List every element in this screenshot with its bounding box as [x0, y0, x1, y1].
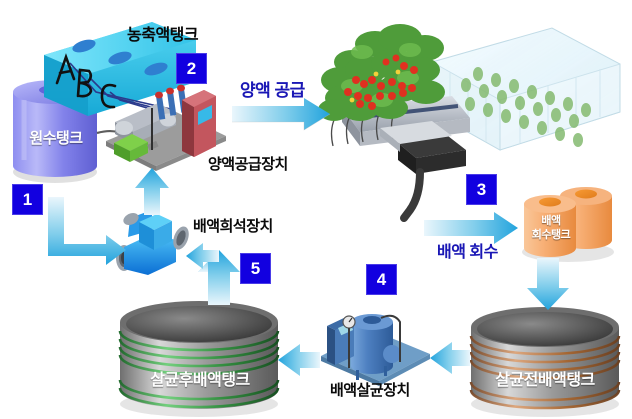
label-nutrient-supply-device: 양액공급장치: [208, 156, 288, 173]
label-concentrate-tank: 농축액탱크: [127, 27, 199, 44]
arrow-recovery-to-presterilization: [527, 258, 569, 310]
arrow-dilution-inlet: [186, 243, 219, 269]
crop-bed-graphic: [318, 24, 470, 222]
label-sterilization-device: 배액살균장치: [330, 382, 410, 399]
dilution-device-graphic: [116, 210, 189, 275]
label-nutrient-supply-flow: 양액 공급: [240, 81, 305, 100]
step-number-2[interactable]: 2: [176, 53, 207, 84]
label-recovery-tank-line2: 회수탱크: [531, 229, 571, 241]
label-dilution-device: 배액희석장치: [193, 218, 273, 235]
drainage-recovery-tank-graphic: [522, 187, 614, 262]
greenhouse-graphic: [431, 27, 621, 151]
arrow-sterilizer-to-poststerilization: [278, 344, 320, 376]
concentrate-tank-abc-markers: [55, 53, 117, 109]
label-drainage-recovery-flow: 배액 회수: [437, 244, 498, 261]
arrow-drainage-recovery: [424, 212, 518, 244]
step-number-5[interactable]: 5: [240, 253, 271, 284]
step-number-4[interactable]: 4: [366, 264, 397, 295]
post-sterilization-tank-graphic: [118, 301, 280, 417]
label-recovery-tank-line1: 배액: [541, 215, 561, 227]
step-number-3[interactable]: 3: [466, 174, 497, 205]
step-number-1[interactable]: 1: [12, 184, 43, 215]
arrow-rawwater-to-dilution: [48, 197, 126, 265]
label-pre-sterilization-tank: 살균전배액탱크: [495, 372, 595, 389]
nutrient-supply-device-graphic: [106, 84, 226, 171]
label-post-sterilization-tank: 살균후배액탱크: [150, 372, 250, 389]
arrow-presterilization-to-sterilizer: [430, 342, 470, 374]
arrow-nutrient-supply: [232, 98, 331, 131]
label-raw-water-tank: 원수탱크: [29, 130, 83, 147]
arrow-dilution-to-supply: [135, 168, 169, 215]
pre-sterilization-tank-graphic: [469, 307, 621, 417]
sterilization-device-graphic: [321, 314, 430, 386]
